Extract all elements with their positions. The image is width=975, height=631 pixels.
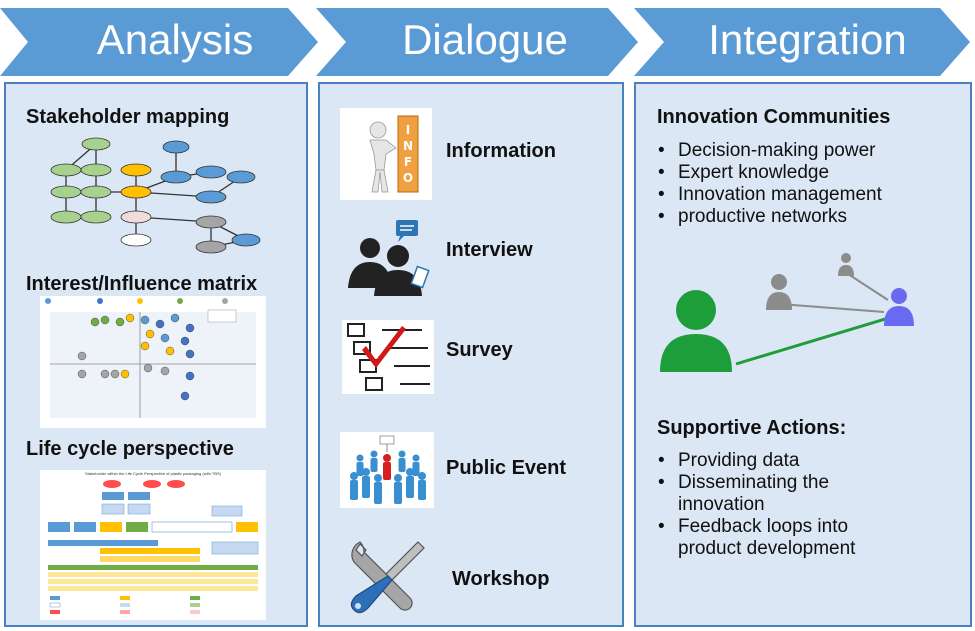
dialogue-panel: I N F O Information Interview Survey (318, 82, 624, 627)
chevron-integration (634, 8, 970, 76)
tools-icon (350, 541, 425, 614)
supportive-actions-title: Supportive Actions: (657, 417, 847, 439)
chevron-analysis (0, 8, 318, 76)
dialogue-item-survey: Survey (446, 339, 513, 361)
gray-person-icon (766, 274, 792, 310)
interest-influence-title: Interest/Influence matrix (26, 273, 258, 295)
green-person-icon (660, 290, 732, 372)
info-figure-icon: I N F O (340, 108, 432, 200)
checklist-icon (342, 320, 434, 394)
chevron-dialogue (316, 8, 638, 76)
list-item: Feedback loops into product development (656, 516, 908, 560)
dialogue-item-workshop: Workshop (452, 568, 550, 590)
process-chevrons (0, 8, 970, 76)
integration-panel: Innovation Communities Decision-making p… (634, 82, 972, 627)
innovation-communities-title: Innovation Communities (657, 106, 891, 128)
svg-text:O: O (403, 171, 413, 185)
stakeholder-mapping-title: Stakeholder mapping (26, 106, 230, 128)
svg-text:N: N (403, 139, 413, 153)
list-item: productive networks (656, 206, 882, 228)
list-item: Disseminating the innovation (656, 472, 878, 516)
life-cycle-title: Life cycle perspective (26, 438, 234, 460)
list-item: Providing data (656, 450, 936, 472)
dialogue-item-public-event: Public Event (446, 457, 567, 479)
people-network-graphic (660, 253, 914, 372)
list-item: Innovation management (656, 184, 882, 206)
list-item: Decision-making power (656, 140, 882, 162)
step-dialogue-label: Dialogue (402, 16, 568, 63)
innovation-communities-list: Decision-making power Expert knowledge I… (656, 140, 882, 228)
supportive-actions-list: Providing data Disseminating the innovat… (656, 450, 936, 560)
life-cycle-diagram (40, 470, 266, 620)
stakeholder-network-graph (50, 137, 261, 254)
crowd-icon (340, 432, 434, 508)
interest-influence-matrix (40, 296, 266, 428)
svg-text:F: F (404, 155, 412, 169)
life-cycle-caption: Stakeholder within the Life Cycle Perspe… (85, 471, 221, 476)
small-gray-person-icon (838, 253, 854, 276)
blue-person-icon (884, 288, 914, 326)
svg-text:I: I (406, 123, 410, 137)
analysis-panel: Stakeholder mapping (4, 82, 308, 627)
list-item: Expert knowledge (656, 162, 882, 184)
interview-icon (348, 220, 430, 296)
dialogue-item-interview: Interview (446, 239, 533, 261)
dialogue-item-information: Information (446, 140, 556, 162)
step-integration-label: Integration (708, 16, 907, 63)
step-analysis-label: Analysis (96, 16, 254, 63)
